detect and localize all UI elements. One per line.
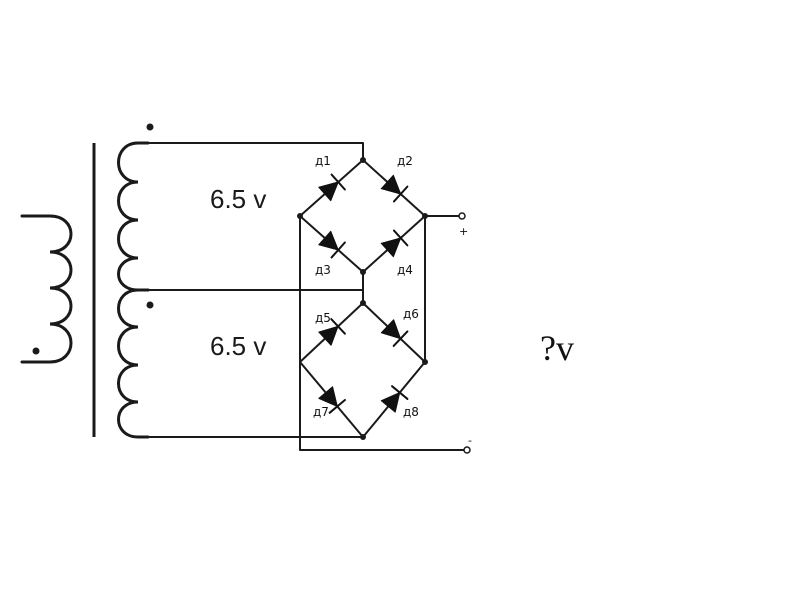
diode-label-d3: д3 — [315, 263, 331, 277]
junction-dot — [360, 269, 366, 275]
junction-dot — [422, 213, 428, 219]
negative-terminal — [463, 446, 471, 454]
wire-winding1-top — [147, 142, 364, 161]
secondary-winding-2 — [117, 288, 150, 439]
diode-label-d4: д4 — [397, 263, 413, 277]
diode-d6 — [380, 319, 409, 347]
diode-label-d7: д7 — [313, 405, 329, 419]
negative-label: - — [468, 434, 472, 447]
wiring — [147, 142, 466, 451]
primary-winding — [20, 214, 73, 364]
diodes — [318, 173, 409, 414]
secondary-winding-1 — [117, 141, 150, 292]
diode-d4 — [380, 229, 409, 258]
junction-dot — [360, 434, 366, 440]
diode-d2 — [380, 174, 409, 203]
secondary-2-polarity-dot — [146, 301, 154, 309]
positive-terminal — [458, 212, 466, 220]
junction-dot — [360, 157, 366, 163]
winding-1-voltage-label: 6.5 v — [210, 184, 266, 214]
winding-2-voltage-label: 6.5 v — [210, 331, 266, 361]
junction-dot — [297, 213, 303, 219]
primary-polarity-dot — [32, 347, 40, 355]
diode-label-d8: д8 — [403, 405, 419, 419]
junctions — [297, 157, 428, 440]
diode-label-d5: д5 — [315, 311, 331, 325]
secondary-1-polarity-dot — [146, 123, 154, 131]
transformer: 6.5 v 6.5 v — [20, 123, 266, 439]
diode-label-d1: д1 — [315, 154, 331, 168]
junction-dot — [360, 300, 366, 306]
diode-label-d6: д6 — [403, 307, 419, 321]
diode-d1 — [318, 173, 346, 202]
diode-d5 — [318, 318, 346, 346]
positive-label: + — [459, 225, 468, 238]
diode-label-d2: д2 — [397, 154, 413, 168]
output-voltage-question: ?v — [540, 328, 574, 368]
diode-d7 — [318, 386, 346, 414]
junction-dot — [422, 359, 428, 365]
diode-d8 — [380, 385, 409, 413]
wire-center-tap — [147, 289, 364, 304]
diode-labels: д1 д2 д3 д4 д5 д6 д7 д8 — [313, 154, 419, 419]
wire-negative-rail — [299, 215, 466, 451]
diode-d3 — [318, 230, 346, 259]
